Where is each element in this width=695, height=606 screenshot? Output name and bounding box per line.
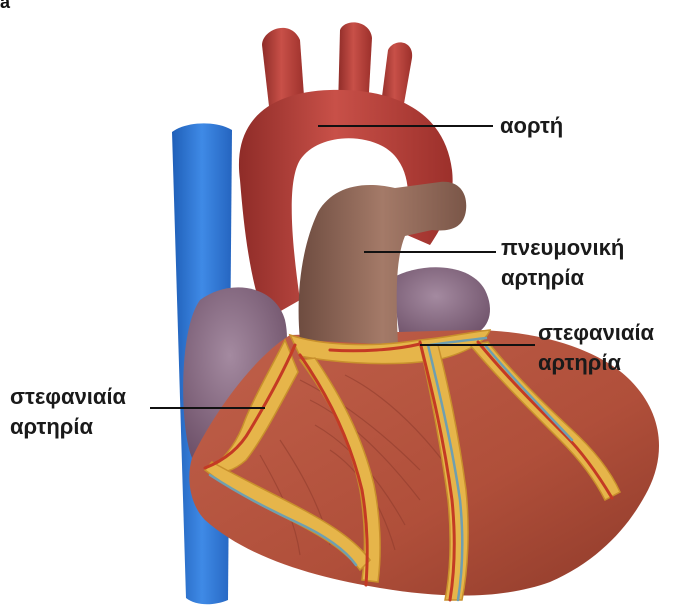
left-atrium <box>392 267 490 340</box>
label-pulmonary-artery-line2: αρτηρία <box>501 265 584 291</box>
label-coronary-left-line2: αρτηρία <box>10 414 93 440</box>
label-pulmonary-artery-line1: πνευμονική <box>501 235 624 261</box>
label-coronary-right-line2: αρτηρία <box>538 350 621 376</box>
label-coronary-left-line1: στεφανιαία <box>10 384 126 410</box>
label-aorta: αορτή <box>500 113 563 139</box>
label-coronary-right-line1: στεφανιαία <box>538 320 654 346</box>
